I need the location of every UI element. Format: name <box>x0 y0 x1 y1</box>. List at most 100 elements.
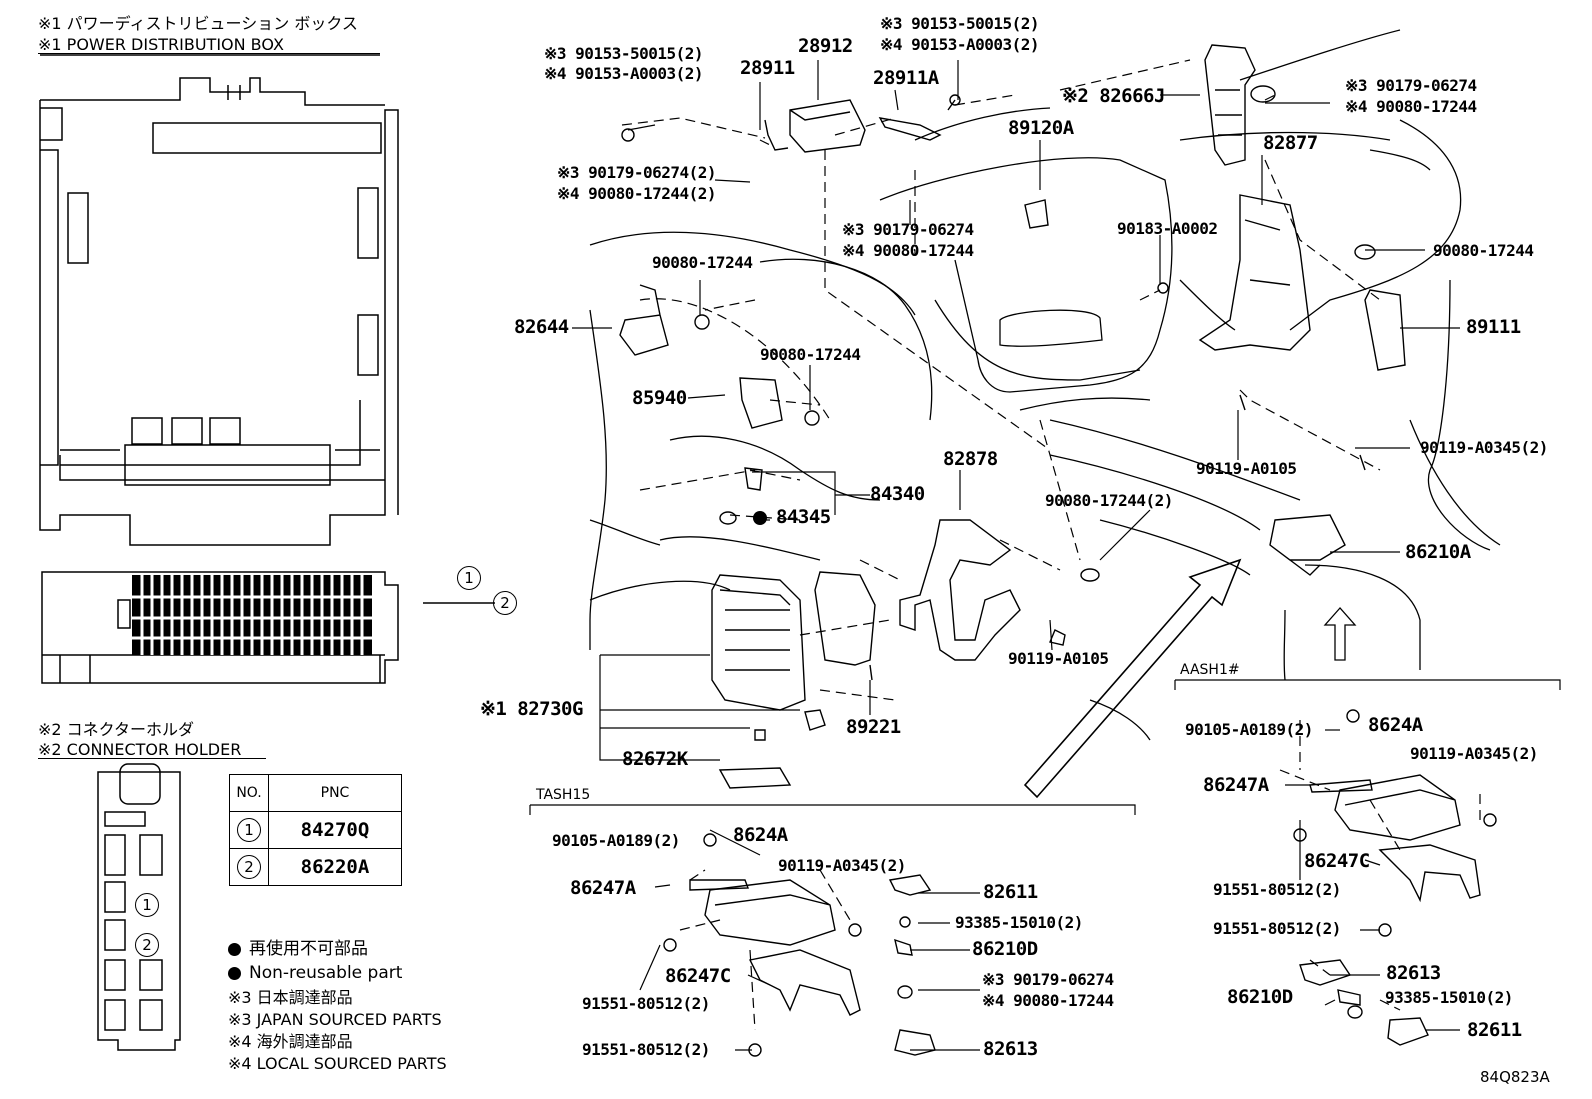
part-label: 89120A <box>1008 117 1074 139</box>
part-label: 90119-A0105 <box>1196 459 1297 478</box>
part-label: 86247C <box>1304 850 1370 872</box>
part-label: 28912 <box>798 35 853 57</box>
leader-lines <box>529 60 1561 1051</box>
part-label: ※4 90080-17244 <box>1345 97 1477 116</box>
part-label: ※3 90153-50015(2) <box>880 14 1040 33</box>
pnc-table: NO. PNC 1 84270Q 2 86220A <box>229 774 402 886</box>
part-label: 8624A <box>733 824 788 846</box>
non-reusable-dot-icon <box>228 942 241 956</box>
legend-note4-en: ※4 LOCAL SOURCED PARTS <box>228 1054 447 1073</box>
part-label: 90183-A0002 <box>1117 219 1218 238</box>
part-label: 89111 <box>1466 316 1521 338</box>
part-label: 93385-15010(2) <box>1385 988 1513 1007</box>
part-label: ※3 90179-06274 <box>1345 76 1477 95</box>
part-label: 82644 <box>514 316 569 338</box>
direction-arrow <box>1023 558 1242 799</box>
part-label: 86247A <box>570 877 636 899</box>
table-row: 1 84270Q <box>229 811 402 849</box>
table-cell-no: 1 <box>229 811 269 849</box>
part-label: 82877 <box>1263 132 1318 154</box>
part-label: 84345 <box>776 506 831 528</box>
part-label: 86210D <box>972 938 1038 960</box>
part-label: 90119-A0345(2) <box>778 856 906 875</box>
power-distribution-box-top <box>39 54 399 546</box>
part-label: ※4 90080-17244 <box>842 241 974 260</box>
legend-note3-en: ※3 JAPAN SOURCED PARTS <box>228 1010 442 1029</box>
connector-holder <box>97 763 181 1051</box>
part-label: 85940 <box>632 387 687 409</box>
part-label: 90080-17244 <box>652 253 753 272</box>
legend-nonreuse-en: Non-reusable part <box>228 965 402 982</box>
holder-position-1: 1 <box>135 893 159 917</box>
part-label: 86247A <box>1203 774 1269 796</box>
part-label: 82672K <box>622 748 688 770</box>
table-header-row: NO. PNC <box>229 774 402 812</box>
table-cell-pnc: 84270Q <box>268 811 402 849</box>
non-reusable-dot <box>753 511 767 525</box>
part-label: 93385-15010(2) <box>955 913 1083 932</box>
part-label: ※2 82666J <box>1062 85 1165 107</box>
part-label: 90105-A0189(2) <box>1185 720 1313 739</box>
part-label: ※3 90179-06274 <box>982 970 1114 989</box>
part-label: 82878 <box>943 448 998 470</box>
part-label: ※3 90179-06274 <box>842 220 974 239</box>
part-label: 82613 <box>1386 962 1441 984</box>
power-distribution-box-side <box>41 571 495 684</box>
non-reusable-dot-icon <box>228 966 241 980</box>
part-label: 86210D <box>1227 986 1293 1008</box>
part-label: 82611 <box>983 881 1038 903</box>
section-label-tash15: TASH15 <box>536 787 591 803</box>
part-label: 91551-80512(2) <box>582 994 710 1013</box>
part-label: ※4 90153-A0003(2) <box>880 35 1040 54</box>
table-row: 2 86220A <box>229 848 402 886</box>
part-label: 90080-17244 <box>1433 241 1534 260</box>
legend-note4-jp: ※4 海外調達部品 <box>228 1032 353 1051</box>
part-label: 90119-A0345(2) <box>1420 438 1548 457</box>
part-label: 90119-A0105 <box>1008 649 1109 668</box>
part-label: 28911 <box>740 57 795 79</box>
part-label: 86210A <box>1405 541 1471 563</box>
part-label: 86247C <box>665 965 731 987</box>
part-illustrations <box>619 44 1406 789</box>
section-label-aash1: AASH1# <box>1180 662 1240 678</box>
pdb-title-en: ※1 POWER DISTRIBUTION BOX <box>38 37 380 54</box>
table-header-pnc: PNC <box>268 774 402 812</box>
vehicle-interior-outline <box>589 29 1501 741</box>
part-label: 91551-80512(2) <box>582 1040 710 1059</box>
table-cell-no: 2 <box>229 848 269 886</box>
part-label: ※4 90080-17244 <box>982 991 1114 1010</box>
part-label: 28911A <box>873 67 939 89</box>
legend-note3-jp: ※3 日本調達部品 <box>228 988 353 1007</box>
aash1-parts <box>1293 709 1497 1046</box>
part-label: 84340 <box>870 483 925 505</box>
callout-circle-1: 1 <box>457 566 481 590</box>
part-label: 90080-17244(2) <box>1045 491 1173 510</box>
holder-position-2: 2 <box>135 933 159 957</box>
part-label: ※4 90080-17244(2) <box>557 184 717 203</box>
callout-circle-2: 2 <box>493 591 517 615</box>
part-label: 89221 <box>846 716 901 738</box>
legend-nonreuse-jp: 再使用不可部品 <box>228 941 368 958</box>
part-label: 8624A <box>1368 714 1423 736</box>
part-label: 82613 <box>983 1038 1038 1060</box>
part-label: ※1 82730G <box>480 698 583 720</box>
part-label: ※3 90179-06274(2) <box>557 163 717 182</box>
holder-title-jp: ※2 コネクターホルダ <box>38 720 195 739</box>
part-label: ※3 90153-50015(2) <box>544 44 704 63</box>
part-label: 90080-17244 <box>760 345 861 364</box>
holder-title-en: ※2 CONNECTOR HOLDER <box>38 742 266 759</box>
part-label: 90105-A0189(2) <box>552 831 680 850</box>
part-label: ※4 90153-A0003(2) <box>544 64 704 83</box>
part-label: 82611 <box>1467 1019 1522 1041</box>
part-label: 90119-A0345(2) <box>1410 744 1538 763</box>
table-cell-pnc: 86220A <box>268 848 402 886</box>
module-28912 <box>789 99 866 153</box>
figure-id: 84Q823A <box>1480 1068 1550 1086</box>
part-label: 91551-80512(2) <box>1213 919 1341 938</box>
pdb-title-jp: ※1 パワーディストリビューション ボックス <box>38 14 358 33</box>
table-header-no: NO. <box>229 774 269 812</box>
part-label: 91551-80512(2) <box>1213 880 1341 899</box>
tash15-parts <box>663 833 936 1057</box>
